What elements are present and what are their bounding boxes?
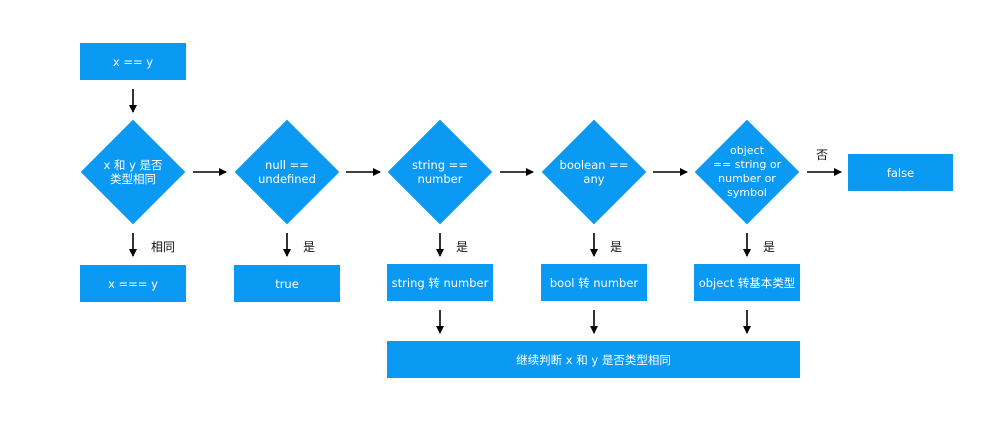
false-node: false	[848, 154, 953, 191]
branch-label-no: 否	[816, 148, 829, 162]
continue-node: 继续判断 x 和 y 是否类型相同	[387, 341, 800, 378]
decision-type-same-text: x 和 y 是否 类型相同	[103, 157, 163, 187]
decision-null-undefined-text: null == undefined	[258, 157, 316, 187]
result-true: true	[234, 265, 340, 302]
decision-boolean-any: boolean == any	[541, 119, 647, 225]
decision-null-undefined: null == undefined	[234, 119, 340, 225]
result-strict-equal: x === y	[80, 265, 186, 302]
start-node: x == y	[80, 43, 186, 80]
decision-boolean-any-text: boolean == any	[559, 157, 629, 187]
branch-label-yes-2: 是	[456, 240, 469, 254]
branch-label-yes-1: 是	[303, 240, 316, 254]
branch-label-same: 相同	[151, 240, 176, 254]
decision-string-number-text: string == number	[412, 157, 468, 187]
decision-type-same: x 和 y 是否 类型相同	[80, 119, 186, 225]
branch-label-yes-4: 是	[763, 240, 776, 254]
branch-label-yes-3: 是	[610, 240, 623, 254]
decision-string-number: string == number	[387, 119, 493, 225]
result-object-to-primitive: object 转基本类型	[694, 264, 800, 301]
result-string-to-number: string 转 number	[387, 264, 493, 301]
result-bool-to-number: bool 转 number	[541, 264, 647, 301]
decision-object-primitive-text: object == string or number or symbol	[712, 144, 782, 199]
decision-object-primitive: object == string or number or symbol	[694, 119, 800, 225]
